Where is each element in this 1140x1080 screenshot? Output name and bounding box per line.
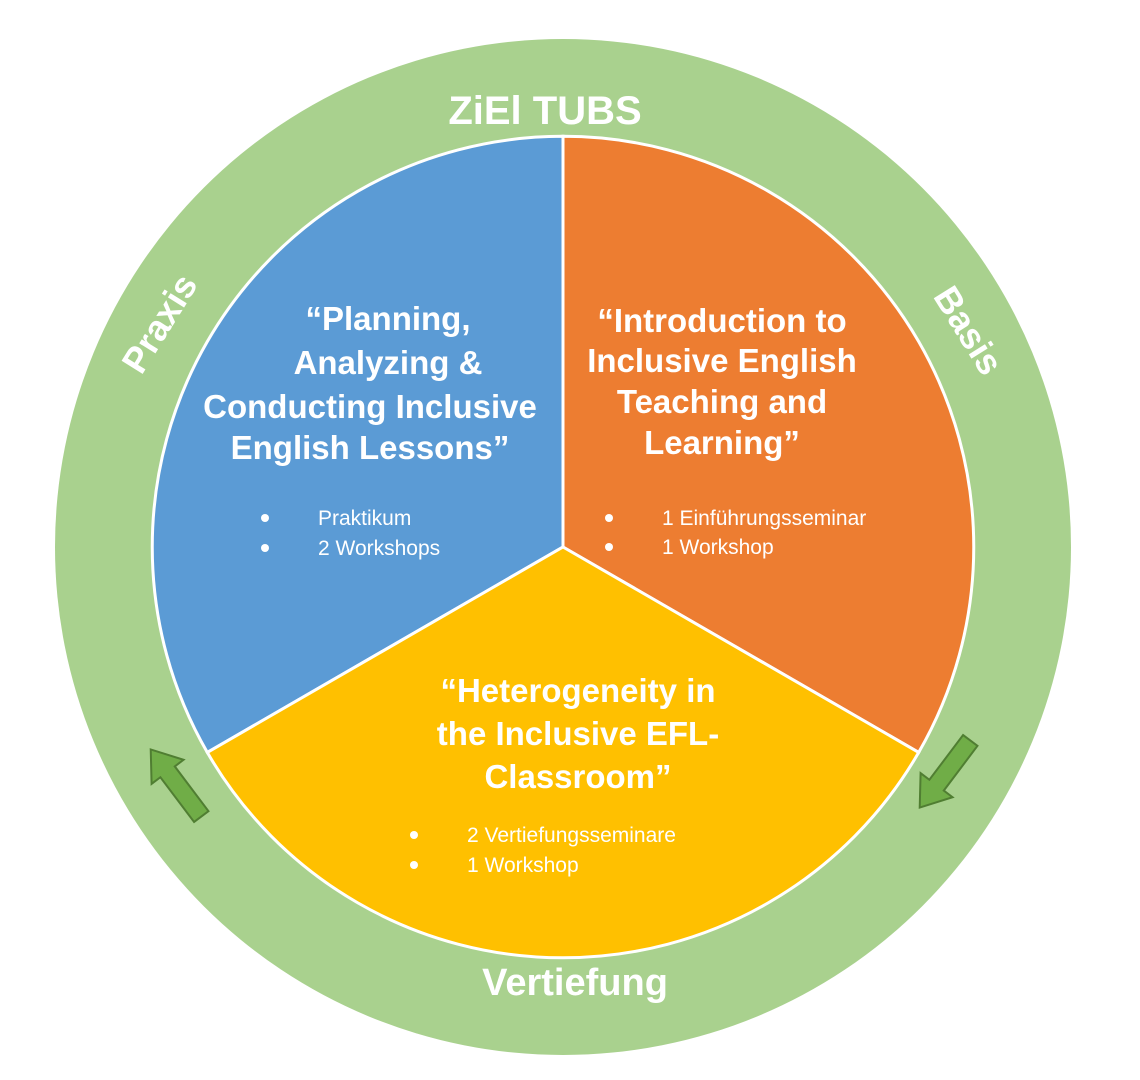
praxis-title-line: Analyzing & [294,344,483,381]
basis-title-line: Inclusive English [587,342,857,379]
list-item: 1 Einführungsseminar [662,507,866,530]
bullet [410,861,418,869]
sector-vertiefung [205,545,921,960]
vertiefung-title-line: “Heterogeneity in [440,672,715,709]
basis-title: “Introduction to Inclusive English Teach… [587,302,857,461]
list-item: 2 Vertiefungsseminare [467,824,676,847]
bullet [605,543,613,551]
ring-label-bottom: Vertiefung [482,962,668,1004]
list-item: 1 Workshop [662,536,774,559]
basis-title-line: “Introduction to [597,302,846,339]
praxis-list: Praktikum 2 Workshops [261,507,440,560]
vertiefung-title: “Heterogeneity in the Inclusive EFL- Cla… [437,672,719,795]
basis-title-line: Learning” [644,424,800,461]
bullet [261,514,269,522]
up-left-arrow-icon [149,748,210,824]
sector-basis [561,134,976,755]
vertiefung-title-line: the Inclusive EFL- [437,715,719,752]
bullet [605,514,613,522]
basis-title-line: Teaching and [617,383,827,420]
praxis-title-line: “Planning, [306,300,471,337]
ring-label-top: ZiEl TUBS [448,89,641,133]
bullet [410,831,418,839]
bullet [261,544,269,552]
vertiefung-list: 2 Vertiefungsseminare 1 Workshop [410,824,676,877]
praxis-title-line: Conducting Inclusive [203,388,537,425]
list-item: 2 Workshops [318,537,440,560]
praxis-title-line: English Lessons” [231,429,510,466]
praxis-title: “Planning, Analyzing & Conducting Inclus… [203,300,537,466]
vertiefung-title-line: Classroom” [484,758,671,795]
list-item: Praktikum [318,507,411,530]
down-left-arrow-icon [918,733,979,809]
list-item: 1 Workshop [467,854,579,877]
sector-praxis [150,134,565,755]
basis-list: 1 Einführungsseminar 1 Workshop [605,507,866,559]
